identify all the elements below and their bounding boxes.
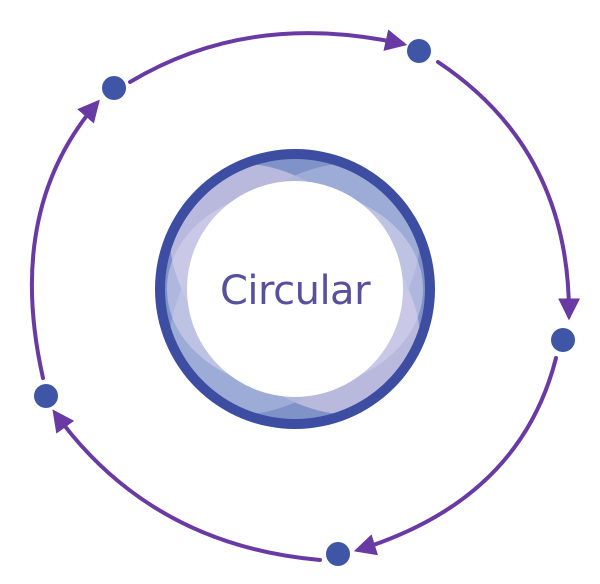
cycle-nodes xyxy=(34,39,575,566)
cycle-arrows xyxy=(29,29,581,562)
center-label: Circular xyxy=(220,268,371,314)
node-left xyxy=(34,384,58,408)
arrow-top-right-to-right xyxy=(436,60,581,321)
arrow-right-to-bottom xyxy=(353,356,558,556)
node-right xyxy=(551,328,575,352)
circular-logo: Circular xyxy=(155,149,435,429)
node-top-right xyxy=(407,39,431,63)
node-top-left xyxy=(102,76,126,100)
arrow-top-left-to-top-right xyxy=(128,29,408,84)
node-bottom xyxy=(326,542,350,566)
arrow-bottom-to-left xyxy=(52,409,322,562)
logo-center-disc xyxy=(187,181,403,397)
arrow-left-to-top-left xyxy=(29,99,100,380)
